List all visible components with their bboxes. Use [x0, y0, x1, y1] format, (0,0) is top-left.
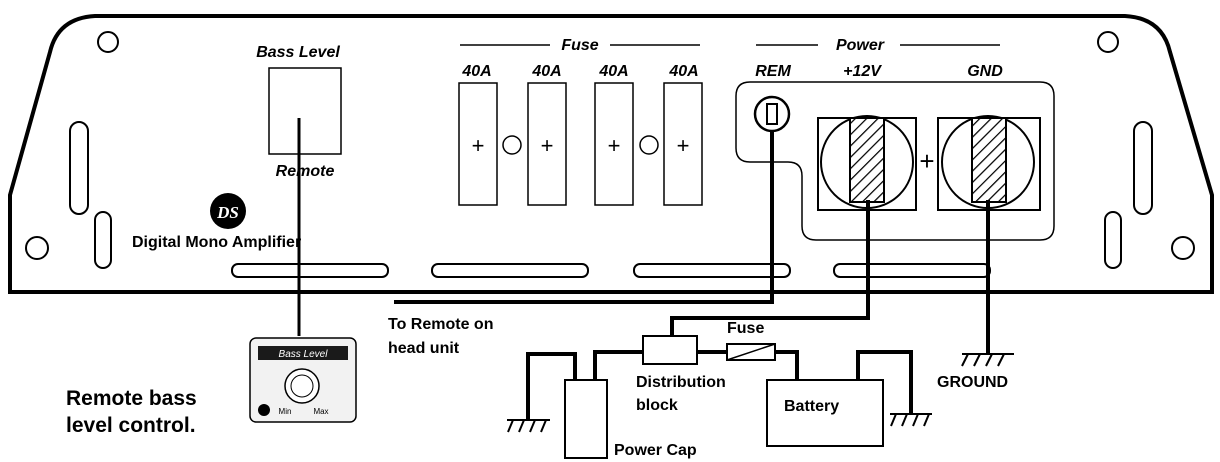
- distribution-label-line2: block: [636, 397, 678, 414]
- vent-slot-bottom-2: [431, 263, 589, 278]
- vent-slot-left-2: [94, 211, 112, 269]
- remote-caption-line1: To Remote on: [388, 316, 493, 333]
- remote-min-label: Min: [279, 407, 292, 416]
- ground-terminal-screw: [971, 117, 1007, 203]
- fuse-plus-3: +: [608, 133, 621, 158]
- fuse-slot-2: [527, 82, 567, 206]
- fuse-label: Fuse: [727, 320, 764, 337]
- vent-slot-bottom-3: [633, 263, 791, 278]
- bass-level-label: Bass Level: [256, 44, 340, 61]
- fuse-section: Fuse 40A 40A 40A 40A + + + +: [458, 37, 703, 206]
- remote-label: Remote: [276, 163, 335, 180]
- vent-slot-right-2: [1104, 211, 1122, 269]
- distribution-label-line1: Distribution: [636, 374, 726, 391]
- remote-caption-line-b: level control.: [66, 414, 196, 437]
- vent-slot-bottom-4: [833, 263, 991, 278]
- mount-hole-bottom-right: [1171, 236, 1195, 260]
- logo-text: DS: [216, 203, 239, 222]
- terminal-plus: +: [919, 146, 934, 176]
- rem-terminal: [753, 95, 791, 133]
- remote-caption-line-a: Remote bass: [66, 387, 197, 410]
- fuse-slot-1: [458, 82, 498, 206]
- power-wire: [670, 200, 870, 336]
- cap-ground-wire: [526, 352, 577, 420]
- fuse-wire-right: [775, 350, 799, 380]
- vent-slot-left-1: [69, 121, 89, 215]
- bass-level-port: Bass Level Remote: [256, 44, 342, 180]
- power-section-title: Power: [836, 37, 885, 54]
- power-cap-label: Power Cap: [614, 442, 697, 459]
- mount-hole-top-left: [97, 31, 119, 53]
- terminal-label-12v: +12V: [843, 63, 882, 80]
- model-label: Digital Mono Amplifier: [132, 234, 301, 251]
- fuse-led-2: [639, 135, 659, 155]
- mount-hole-top-right: [1097, 31, 1119, 53]
- distribution-block: [642, 335, 698, 365]
- remote-caption-line2: head unit: [388, 340, 460, 357]
- fuse-plus-1: +: [472, 133, 485, 158]
- ground-label: GROUND: [937, 374, 1008, 391]
- fuse-plus-2: +: [541, 133, 554, 158]
- fuse-led-1: [502, 135, 522, 155]
- vent-slot-bottom-1: [231, 263, 389, 278]
- remote-knob: [284, 368, 320, 404]
- fuse-slot-4: [663, 82, 703, 206]
- rem-turn-on-wire: [394, 130, 774, 304]
- power-terminal-screw: [849, 117, 885, 203]
- fuse-rating-1: 40A: [461, 63, 491, 80]
- inline-fuse: [726, 343, 776, 361]
- amplifier-panel: [8, 14, 1214, 294]
- remote-bass-device: Bass Level Min Max: [249, 337, 357, 423]
- fuse-rating-3: 40A: [598, 63, 628, 80]
- fuse-section-title: Fuse: [561, 37, 598, 54]
- ground-symbol-cap: [507, 419, 550, 433]
- remote-device-title: Bass Level: [279, 349, 329, 360]
- remote-max-label: Max: [313, 407, 328, 416]
- fuse-plus-4: +: [677, 133, 690, 158]
- battery-label: Battery: [784, 398, 839, 415]
- brand-logo: DS: [210, 193, 246, 229]
- ground-symbol-main: [961, 353, 1014, 367]
- cap-wire: [593, 350, 643, 380]
- fuse-slot-3: [594, 82, 634, 206]
- fuse-rating-4: 40A: [668, 63, 698, 80]
- battery: [766, 379, 884, 447]
- ground-symbol-battery: [890, 413, 932, 427]
- vent-slot-right-1: [1133, 121, 1153, 215]
- battery-ground-wire: [856, 350, 913, 414]
- fuse-rating-2: 40A: [531, 63, 561, 80]
- terminal-label-gnd: GND: [967, 63, 1003, 80]
- terminal-label-rem: REM: [755, 63, 791, 80]
- wiring: [297, 118, 990, 420]
- power-section: Power REM +12V GND +: [735, 37, 1055, 241]
- mount-hole-bottom-left: [25, 236, 49, 260]
- power-cap: [564, 379, 608, 459]
